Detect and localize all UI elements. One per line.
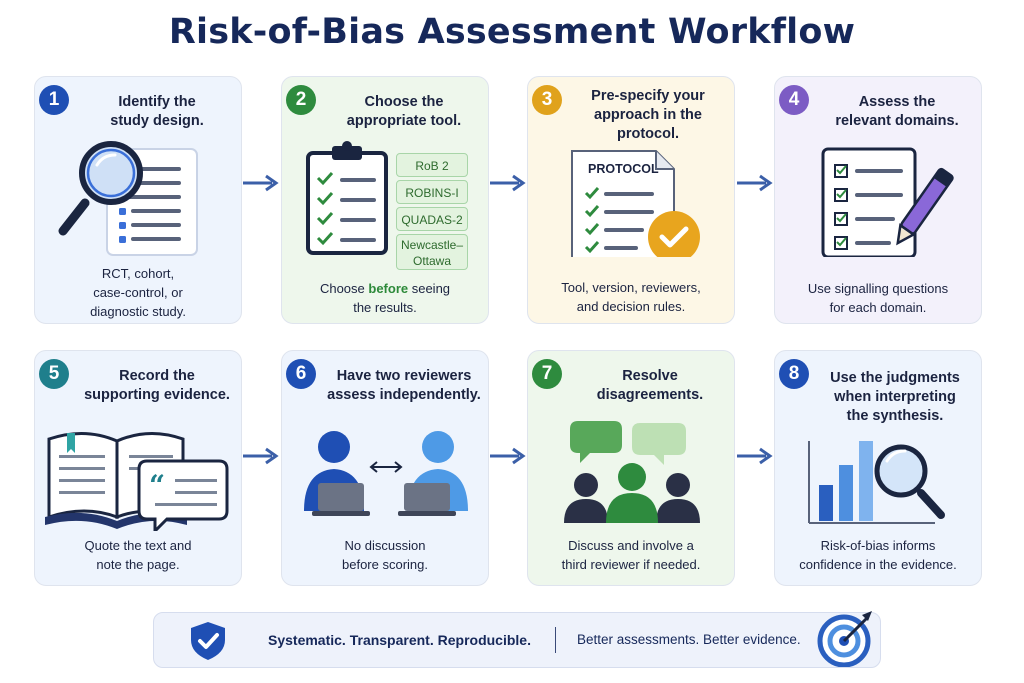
magnifier-document-icon xyxy=(58,141,198,256)
tool-chip: Newcastle–Ottawa xyxy=(396,234,468,270)
arrow-right-icon xyxy=(737,447,773,465)
step-description: Tool, version, reviewers,and decision ru… xyxy=(561,280,701,314)
footer-main-text: Systematic. Transparent. Reproducible. xyxy=(268,632,531,648)
protocol-document-icon xyxy=(571,150,700,257)
svg-text:“: “ xyxy=(149,469,165,502)
footer-sub-text: Better assessments. Better evidence. xyxy=(577,632,801,647)
arrow-right-icon xyxy=(243,447,279,465)
step-number-badge: 7 xyxy=(532,359,562,389)
step-number-badge: 8 xyxy=(779,359,809,389)
step-number-badge: 5 xyxy=(39,359,69,389)
shield-check-icon xyxy=(191,622,225,660)
footer-divider xyxy=(555,627,556,653)
step-number-badge: 3 xyxy=(532,85,562,115)
tool-chip: ROBINS-I xyxy=(396,180,468,204)
arrow-right-icon xyxy=(243,174,279,192)
checklist-pen-icon xyxy=(821,147,954,257)
footer-banner: Systematic. Transparent. Reproducible. B… xyxy=(153,611,881,668)
clipboard-icon xyxy=(306,141,388,255)
page-title: Risk-of-Bias Assessment Workflow xyxy=(168,12,856,52)
book-quote-icon: “ xyxy=(45,431,229,531)
step-number-badge: 1 xyxy=(39,85,69,115)
step-number-badge: 2 xyxy=(286,85,316,115)
arrow-right-icon xyxy=(490,447,526,465)
protocol-label: PROTOCOL xyxy=(588,162,659,176)
arrow-right-icon xyxy=(737,174,773,192)
tool-chip: RoB 2 xyxy=(396,153,468,177)
discussion-group-icon xyxy=(564,421,700,523)
step-number-badge: 4 xyxy=(779,85,809,115)
step-number-badge: 6 xyxy=(286,359,316,389)
arrow-right-icon xyxy=(490,174,526,192)
two-reviewers-icon xyxy=(304,431,468,516)
chart-magnifier-icon xyxy=(808,441,945,524)
target-icon xyxy=(817,611,872,667)
tool-chip: QUADAS-2 xyxy=(396,207,468,231)
